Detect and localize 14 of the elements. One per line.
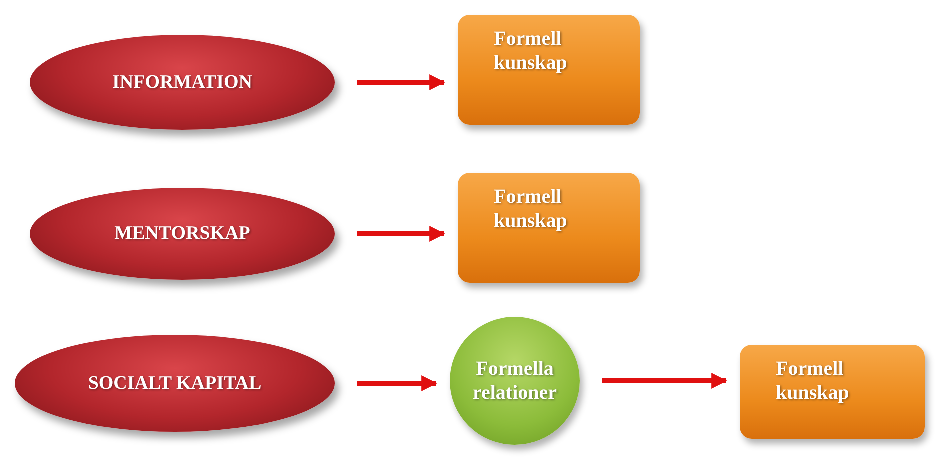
process-box <box>740 345 925 439</box>
arrow <box>357 74 446 90</box>
node-label: INFORMATION <box>112 72 253 94</box>
arrow <box>357 376 438 392</box>
node-label: MENTORSKAP <box>114 223 250 245</box>
node-label: Formella relationer <box>472 357 558 405</box>
node-label: SOCIALT KAPITAL <box>88 372 262 394</box>
process-box <box>458 173 640 283</box>
process-box <box>458 15 640 125</box>
arrow <box>357 226 446 242</box>
arrow <box>602 373 728 389</box>
node-label: Formell kunskap <box>494 185 568 233</box>
node-label: Formell kunskap <box>776 357 850 405</box>
node-label: Formell kunskap <box>494 27 568 75</box>
